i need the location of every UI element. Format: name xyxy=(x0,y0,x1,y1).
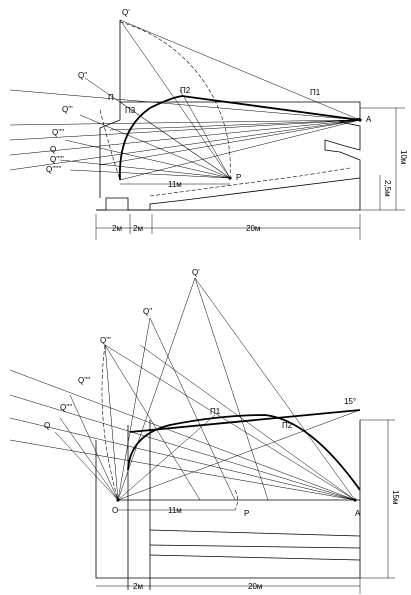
bottom-point-o xyxy=(116,498,120,502)
top-label-a: A xyxy=(366,115,372,124)
bottom-ray xyxy=(194,277,269,501)
bottom-label-q3: Q''' xyxy=(100,336,111,345)
bottom-ray xyxy=(69,394,119,501)
bottom-dim-2: 2м xyxy=(133,582,143,591)
bottom-label-q1: Q' xyxy=(192,268,200,277)
top-label-q5: Q xyxy=(50,145,56,154)
bottom-ray xyxy=(149,317,236,501)
bottom-label-q2: Q'' xyxy=(143,307,153,316)
bottom-ray xyxy=(104,344,201,501)
top-ray xyxy=(119,119,361,181)
top-ray xyxy=(59,159,231,179)
top-dim-2b: 2м xyxy=(133,224,143,233)
bottom-label-q4: Q'''' xyxy=(78,376,91,385)
bottom-dim-11: 11м xyxy=(168,506,182,515)
bottom-ray-fan xyxy=(9,277,356,501)
bottom-ray xyxy=(54,431,119,501)
top-ray xyxy=(179,89,231,179)
top-label-q7: Q'''''' xyxy=(46,165,62,174)
top-label-p3: П3 xyxy=(125,106,136,115)
top-ray xyxy=(9,89,361,121)
bottom-label-p1: П1 xyxy=(210,407,221,416)
bottom-label-a: A xyxy=(355,509,361,518)
top-reflector-curve xyxy=(119,95,361,181)
bottom-ray xyxy=(194,277,356,501)
top-dim-11: 11м xyxy=(168,180,182,189)
bottom-hall-floor-lines xyxy=(149,529,361,561)
bottom-arc2 xyxy=(234,489,238,511)
bottom-ray-o xyxy=(54,277,361,501)
bottom-label-q5: Q'''' xyxy=(60,403,73,412)
top-dim-2a: 2м xyxy=(112,224,122,233)
top-label-p-small: П xyxy=(108,93,114,102)
bottom-label-p: P xyxy=(244,509,249,518)
bottom-ray xyxy=(9,439,356,501)
top-dim-20: 20м xyxy=(246,224,260,233)
bottom-ceiling-line xyxy=(129,409,361,433)
bottom-ray xyxy=(9,417,356,501)
top-ray-fan xyxy=(9,19,361,181)
bottom-hall-outline xyxy=(95,420,361,579)
top-label-q2: Q'' xyxy=(78,71,88,80)
top-label-q3: Q''' xyxy=(62,105,73,114)
top-label-p: P xyxy=(236,173,241,182)
top-ray xyxy=(79,114,231,179)
bottom-ray xyxy=(59,417,119,501)
top-ray xyxy=(9,119,361,126)
top-label-q6: Q''''' xyxy=(50,155,64,164)
top-arc2 xyxy=(99,109,121,181)
bottom-label-angle: 15° xyxy=(344,397,356,406)
bottom-dim-15: 15м xyxy=(391,490,400,504)
top-ray xyxy=(119,19,361,121)
top-point-p xyxy=(228,176,232,180)
top-ray xyxy=(109,119,361,131)
top-ray xyxy=(119,101,231,179)
bottom-ray xyxy=(117,414,216,501)
top-ray-p xyxy=(59,19,231,179)
top-label-q1: Q' xyxy=(122,8,130,17)
top-label-q4: Q'''' xyxy=(52,128,65,137)
bottom-ray xyxy=(117,317,151,501)
top-dim-10: 10м xyxy=(399,150,408,164)
bottom-ray xyxy=(9,394,356,501)
top-ray xyxy=(9,119,361,141)
bottom-ray xyxy=(139,344,356,501)
top-diagram: Q' Q'' Q''' Q'''' Q Q''''' Q'''''' P A П… xyxy=(9,8,408,240)
top-ray xyxy=(69,169,231,179)
top-arc xyxy=(119,21,231,177)
top-ray xyxy=(64,139,231,179)
top-ray xyxy=(99,119,361,166)
top-hall-stage-notch xyxy=(324,117,361,210)
top-label-p1: П1 xyxy=(310,88,321,97)
top-dim-25: 2,5м xyxy=(383,180,392,197)
bottom-reflector-curve xyxy=(127,414,361,491)
bottom-label-o: O xyxy=(112,506,118,515)
top-label-p2: П2 xyxy=(180,86,191,95)
bottom-dim-20: 20м xyxy=(248,582,262,591)
bottom-diagram: Q' Q'' Q''' Q'''' Q'''' Q O P A П1 П2 15… xyxy=(9,268,400,594)
bottom-arc xyxy=(101,344,119,501)
bottom-point-a xyxy=(353,498,357,502)
top-ray xyxy=(9,119,361,156)
bottom-label-q6: Q xyxy=(44,421,50,430)
bottom-ray xyxy=(117,409,361,501)
top-ray xyxy=(9,119,361,171)
bottom-ray xyxy=(9,369,356,501)
top-hall-rear-wall xyxy=(99,20,121,198)
top-hall-floor xyxy=(96,177,361,211)
top-ray xyxy=(119,19,231,179)
top-point-a xyxy=(358,118,362,122)
top-hall-dashed-floor xyxy=(149,167,351,197)
bottom-label-p2: П2 xyxy=(282,421,293,430)
top-hall-ceiling xyxy=(120,101,361,118)
bottom-ray xyxy=(104,344,119,501)
bottom-ray xyxy=(117,277,196,501)
